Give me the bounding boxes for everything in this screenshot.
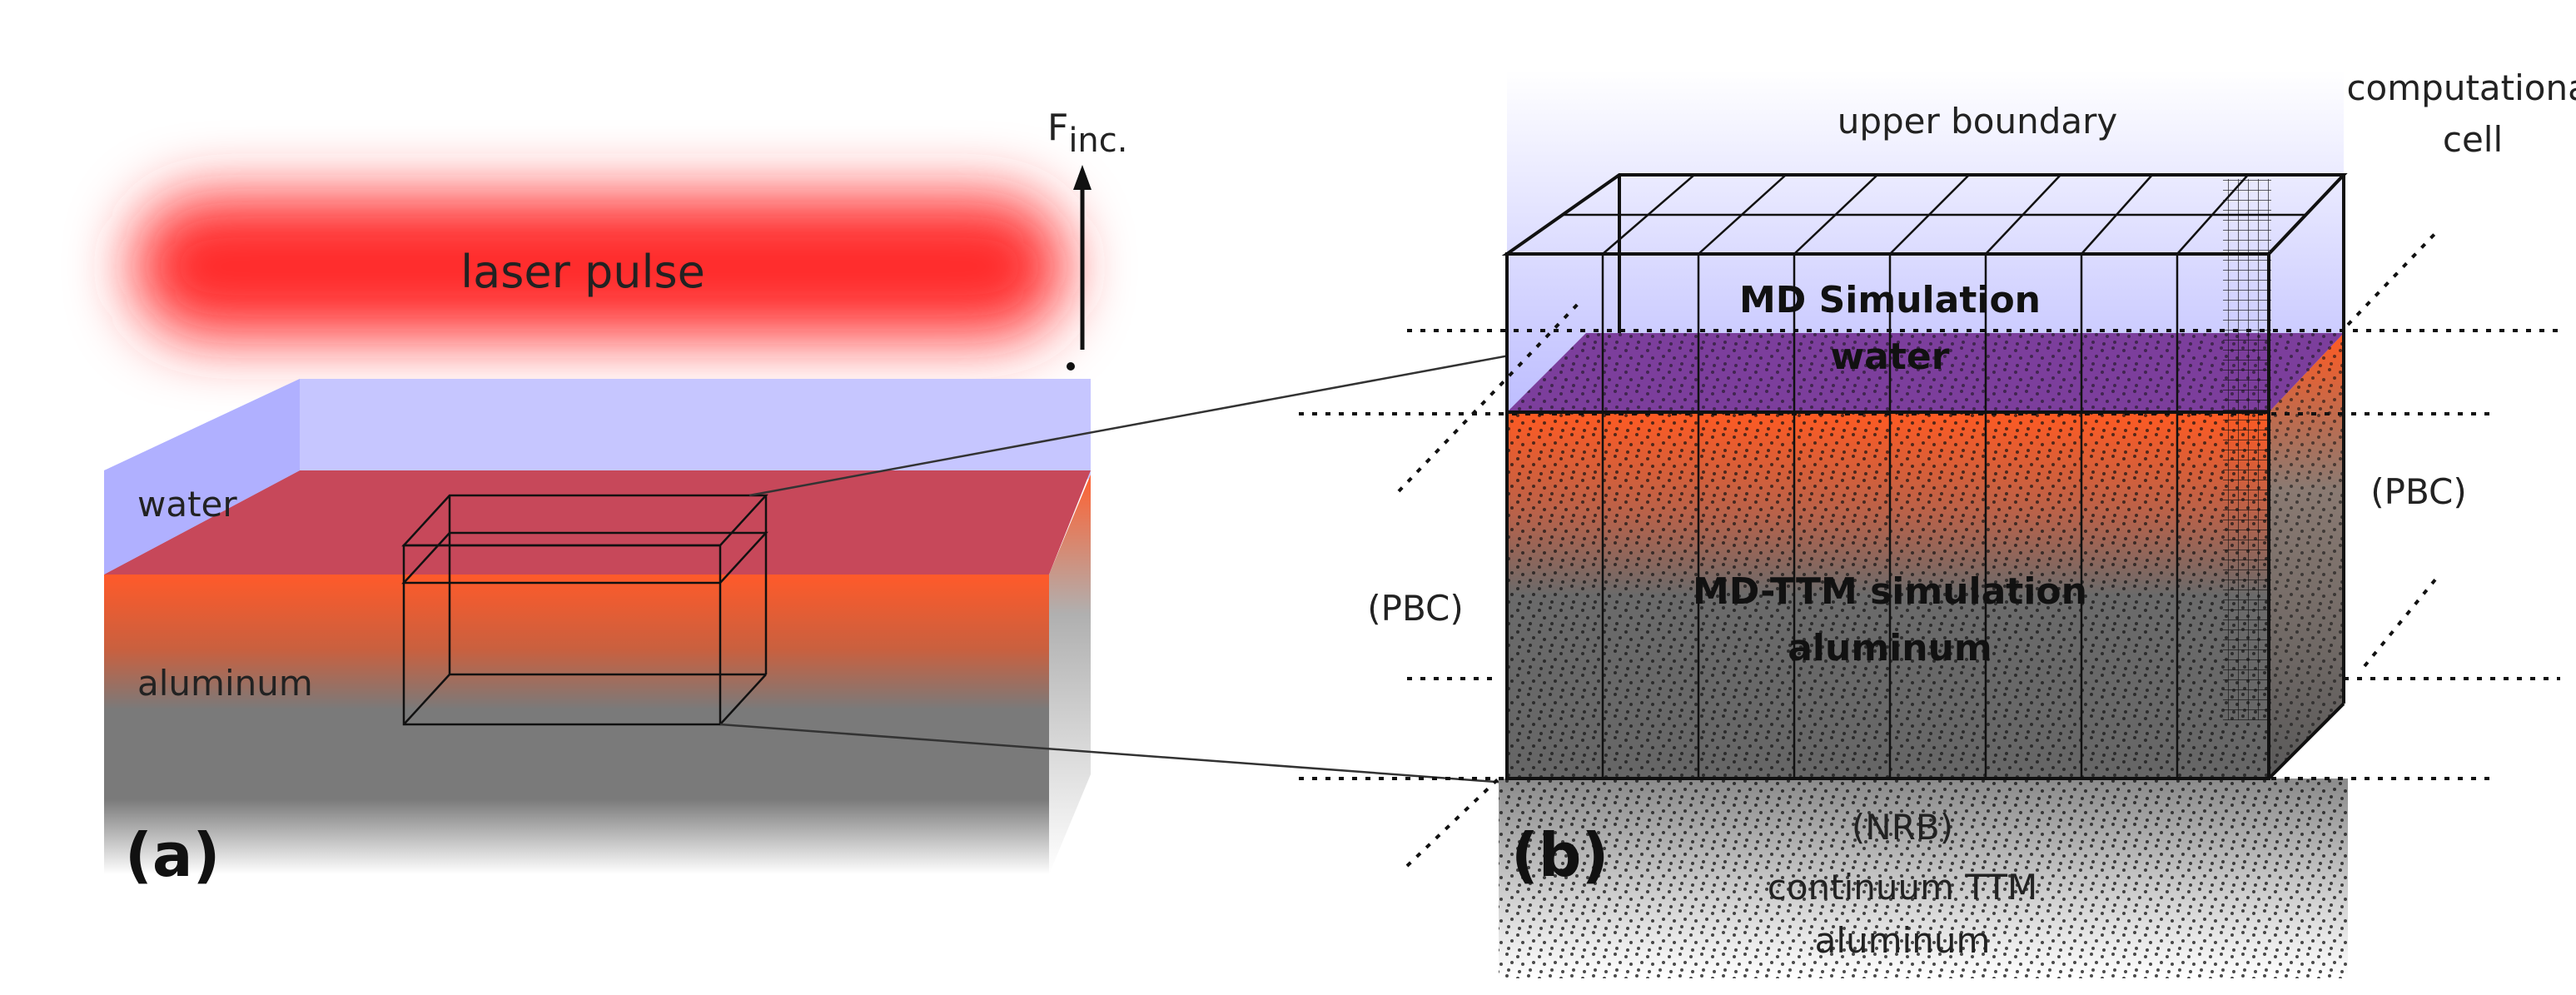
- boundary-dotted-lines: [1299, 227, 2564, 868]
- md-ttm-front-particles: [1507, 412, 2269, 779]
- zoom-connectors: [719, 340, 1587, 784]
- heated-surface-a: [104, 470, 1091, 575]
- computational-cell-wireframe-b: [1501, 173, 2348, 780]
- pbc-right-label: (PBC): [2370, 471, 2467, 512]
- upper-boundary-label: upper boundary: [1838, 101, 2118, 142]
- column-divider-lines: [1564, 174, 2306, 779]
- pbc-left-label: (PBC): [1367, 588, 1464, 629]
- nrb-label: (NRB): [1852, 807, 1953, 848]
- water-region-particles: [1507, 333, 2344, 412]
- panel-a-label: (a): [125, 820, 220, 890]
- fine-grid-column: [2223, 179, 2271, 720]
- laser-pulse-label: laser pulse: [460, 246, 705, 298]
- water-label: water: [137, 484, 237, 525]
- aluminum-side-face: [1049, 475, 1091, 874]
- continuum-particles: [1499, 779, 2348, 978]
- fluence-label: Finc.: [1047, 107, 1127, 160]
- panel-b-label: (b): [1511, 820, 1609, 890]
- md-ttm-side-particles: [2269, 333, 2344, 779]
- aluminum-label: aluminum: [137, 663, 313, 704]
- panel-a: laser pulse Finc. water aluminum: [104, 107, 1127, 890]
- laser-pulse-glow: [133, 196, 1066, 337]
- computational-cell-outline-a: [401, 494, 768, 726]
- water-front-strip: [104, 379, 300, 575]
